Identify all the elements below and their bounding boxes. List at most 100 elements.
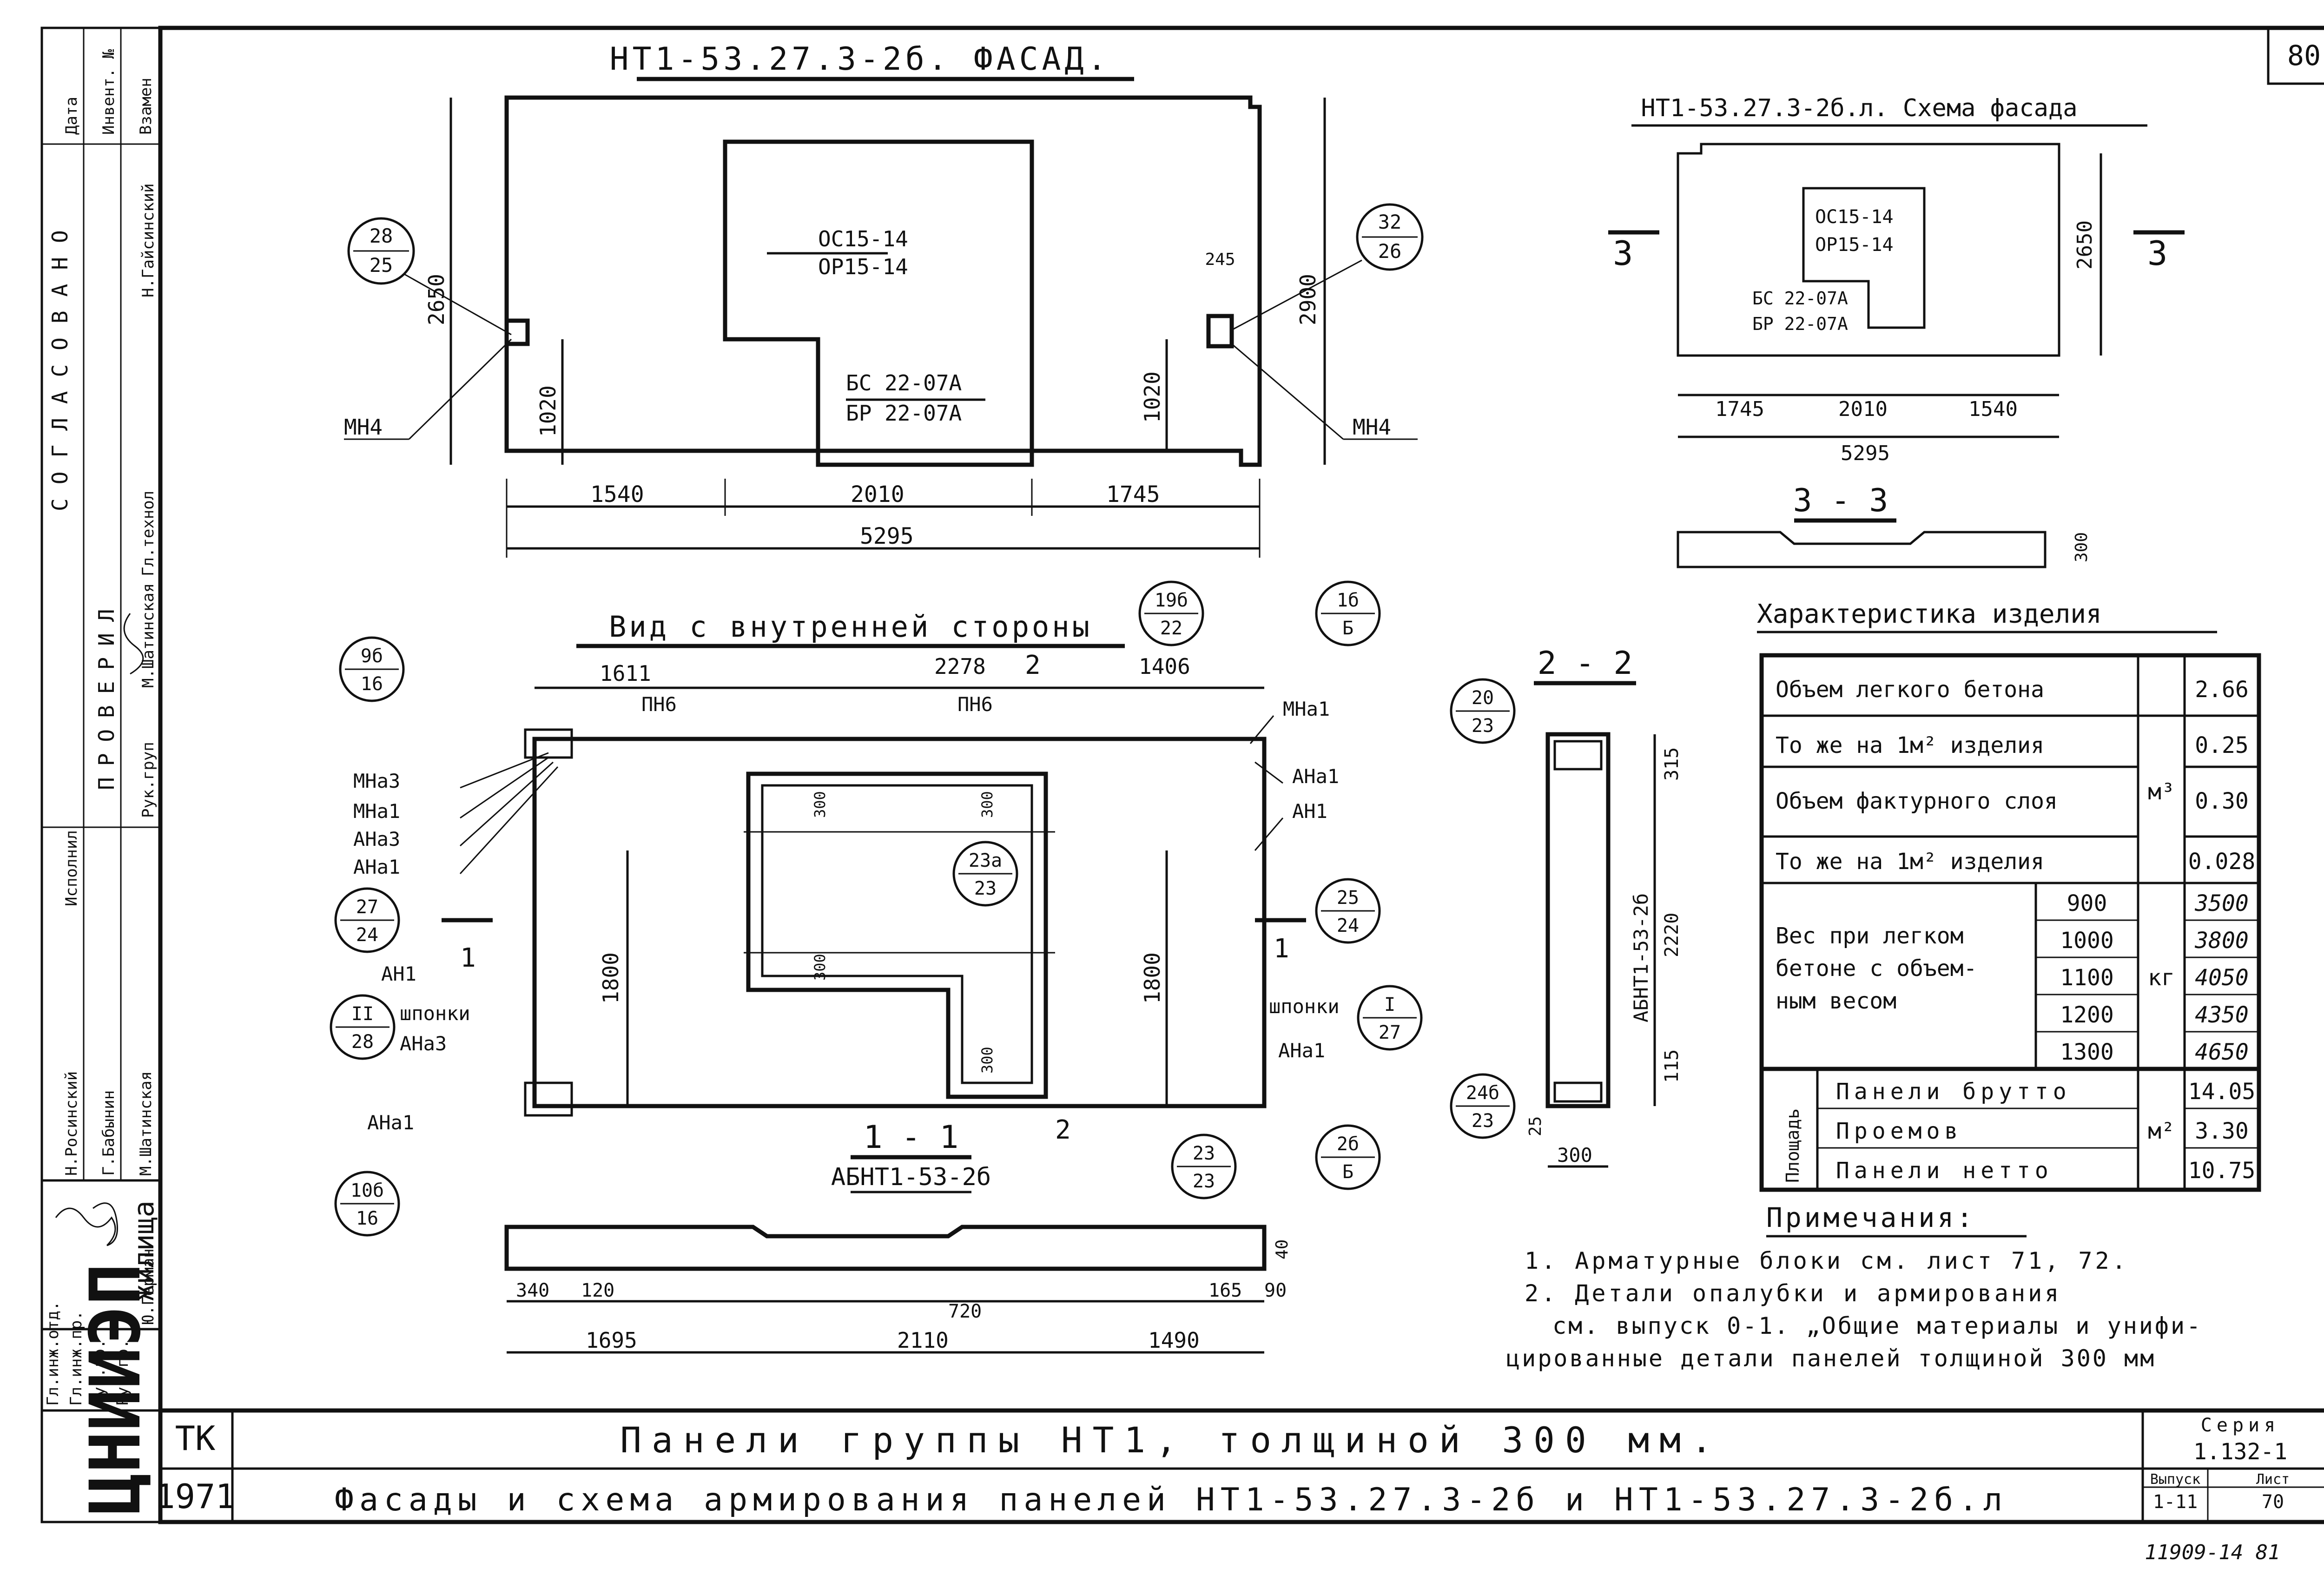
- stamp-agreed: СОГЛАСОВАНО: [47, 216, 73, 511]
- section11-title: 1 - 1: [864, 1119, 959, 1156]
- char-area-row-1: Панели брутто: [1836, 1079, 2071, 1105]
- s11-dim-1490: 1490: [1148, 1328, 1200, 1353]
- inner-callouts: 9б 16 27 24 II 28 10б 16 19б 22 1б Б 2: [330, 580, 1423, 1237]
- stamp-role-l1: Гл.инж.отд.: [44, 1301, 62, 1406]
- inner-300-d: 300: [978, 1047, 996, 1074]
- callout-I-top: I: [1384, 994, 1395, 1015]
- s22-dim-25: 25: [1526, 1116, 1545, 1136]
- stamp-section: Исполнил: [62, 830, 81, 906]
- callout-27-bot: 24: [356, 924, 378, 946]
- inner-view-drawing: Вид с внутренней стороны 300 300 300 300…: [330, 580, 1423, 1237]
- section22-callout-bottom: [1450, 1073, 1516, 1139]
- stamp-role-l2: Гл.инж.пр.: [67, 1311, 86, 1406]
- signature-3: [123, 613, 144, 675]
- s22-callout-bot-b: 23: [1472, 1110, 1494, 1132]
- section11-callout-top: 23: [1193, 1143, 1215, 1164]
- s22-callout-bot-a: 24б: [1466, 1082, 1499, 1104]
- facade-callout-left-top: 28: [370, 224, 393, 247]
- callout-10b-bot: 16: [356, 1208, 378, 1229]
- inner-1800-right: 1800: [1140, 952, 1165, 1004]
- label-mna1-l: МНа1: [353, 800, 400, 823]
- title-code: ТК: [175, 1419, 216, 1458]
- label-mna1-r: МНа1: [1283, 698, 1330, 720]
- s22-dim-300: 300: [1557, 1144, 1592, 1166]
- issue-value: 1-11: [2153, 1491, 2198, 1513]
- facade-small-dim: 245: [1205, 250, 1235, 269]
- inner-cage-outer: [746, 771, 1048, 1099]
- callout-19b-top: 19б: [1155, 590, 1188, 611]
- char-row-val-1: 2.66: [2195, 677, 2249, 703]
- stamp-role-1: Рук.груп: [139, 742, 158, 818]
- facade-h-right: 2900: [1295, 274, 1320, 325]
- stamp-checked: ПРОВЕРИЛ: [94, 598, 119, 790]
- callout-I: [1357, 985, 1423, 1051]
- section11-subtitle: АБНТ1-53-2б: [831, 1163, 991, 1191]
- section11-shape: [504, 1225, 1267, 1271]
- facade-op2-a: БС 22-07А: [846, 370, 962, 395]
- label-ana3-l: АНа3: [353, 828, 400, 850]
- page-number-box: [2267, 26, 2324, 85]
- cut-1-right: 1: [1274, 934, 1289, 964]
- characteristics-table: Характеристика изделия Объем легкого бет…: [1757, 599, 2261, 1192]
- scheme-dim-3: 1540: [1968, 397, 2018, 421]
- s11-dim-340: 340: [516, 1280, 549, 1301]
- stamp-role-3: Н.Гайсинский: [139, 183, 158, 297]
- scheme-cut-right: 3: [2147, 234, 2167, 273]
- title-year: 1971: [155, 1477, 235, 1516]
- callout-1b-top: 1б: [1337, 590, 1359, 611]
- stamp-role-l3: Рук.гр.: [90, 1339, 109, 1406]
- facade-mark-right: МН4: [1353, 415, 1391, 440]
- facade-1020-left: 1020: [535, 385, 561, 437]
- label-shponki-r: шпонки: [1269, 995, 1340, 1018]
- s11-dim-2110: 2110: [897, 1328, 949, 1353]
- callout-25-bot: 24: [1337, 915, 1359, 936]
- callout-1b: [1315, 580, 1381, 646]
- facade-opening: [723, 139, 1034, 467]
- section11-callout-bot: 23: [1193, 1171, 1215, 1192]
- char-table-frame: [1759, 653, 2261, 1192]
- char-weight-1: 3500: [2194, 890, 2249, 916]
- facade-leader-right: [1231, 259, 1362, 331]
- char-area-label: Площадь: [1783, 1108, 1803, 1183]
- scheme-section-dim: 300: [2072, 532, 2091, 562]
- section-2-2: 2 - 2 20 23 24б 23 АБНТ1-53-2б 315 2220 …: [1450, 645, 1683, 1168]
- facade-title: НТ1-53.27.3-2б. ФАСАД.: [610, 41, 1110, 78]
- org-dept: жилища: [128, 1200, 160, 1301]
- s11-dim-1695: 1695: [586, 1328, 637, 1353]
- facade-h-left: 2650: [424, 274, 449, 325]
- issue-label: Выпуск: [2150, 1471, 2200, 1488]
- inner-dim-3: 1406: [1139, 654, 1190, 679]
- facade-op1-a: ОС15-14: [818, 226, 908, 251]
- char-row-val-4: 0.028: [2188, 849, 2256, 875]
- callout-23a-top: 23а: [969, 850, 1002, 871]
- scheme-dim-h: 2650: [2073, 220, 2097, 270]
- series-value: 1.132-1: [2193, 1439, 2287, 1465]
- scheme-title: НТ1-53.27.3-2б.л. Схема фасада: [1641, 94, 2077, 122]
- s11-dim-165: 165: [1208, 1280, 1242, 1301]
- char-area-val-2: 3.30: [2195, 1118, 2249, 1144]
- stamp-signer-2: Г.Бабынин: [99, 1090, 118, 1176]
- section-1-1: 1 - 1 АБНТ1-53-2б 23 23 340 120 720 165 …: [504, 1119, 1292, 1354]
- section22-cage-top: [1553, 740, 1603, 771]
- scheme-drawing: НТ1-53.27.3-2б.л. Схема фасада ОС15-14 О…: [1608, 94, 2185, 568]
- facade-callout-right-top: 32: [1378, 211, 1402, 233]
- title-line2: Фасады и схема армирования панелей НТ1-5…: [335, 1482, 2008, 1518]
- title-line1: Панели группы НТ1, толщиной 300 мм.: [620, 1419, 1722, 1461]
- section22-callout-top: [1450, 678, 1516, 744]
- section11-callout: [1171, 1133, 1237, 1199]
- char-row-label-4: То же на 1м² изделия: [1776, 849, 2044, 875]
- notes-line-3: см. выпуск 0-1. „Общие материалы и унифи…: [1552, 1312, 2202, 1339]
- facade-callout-left: [347, 217, 415, 285]
- facade-dim-1: 1540: [590, 481, 644, 507]
- s11-dim-40: 40: [1273, 1239, 1292, 1259]
- scheme-dim-total: 5295: [1841, 442, 1890, 465]
- char-row-label-1: Объем легкого бетона: [1776, 677, 2044, 703]
- inner-leaders-left: [459, 752, 559, 875]
- char-row-val-2: 0.25: [2195, 732, 2249, 758]
- inner-pn6-left: ПН6: [641, 693, 677, 716]
- callout-25: [1315, 878, 1381, 944]
- notes-line-1: 1. Арматурные блоки см. лист 71, 72.: [1525, 1247, 2129, 1274]
- char-density-3: 1100: [2060, 965, 2114, 991]
- char-weight-3: 4050: [2195, 965, 2249, 991]
- stamp-signer-3: М.Шатинская: [137, 1071, 155, 1176]
